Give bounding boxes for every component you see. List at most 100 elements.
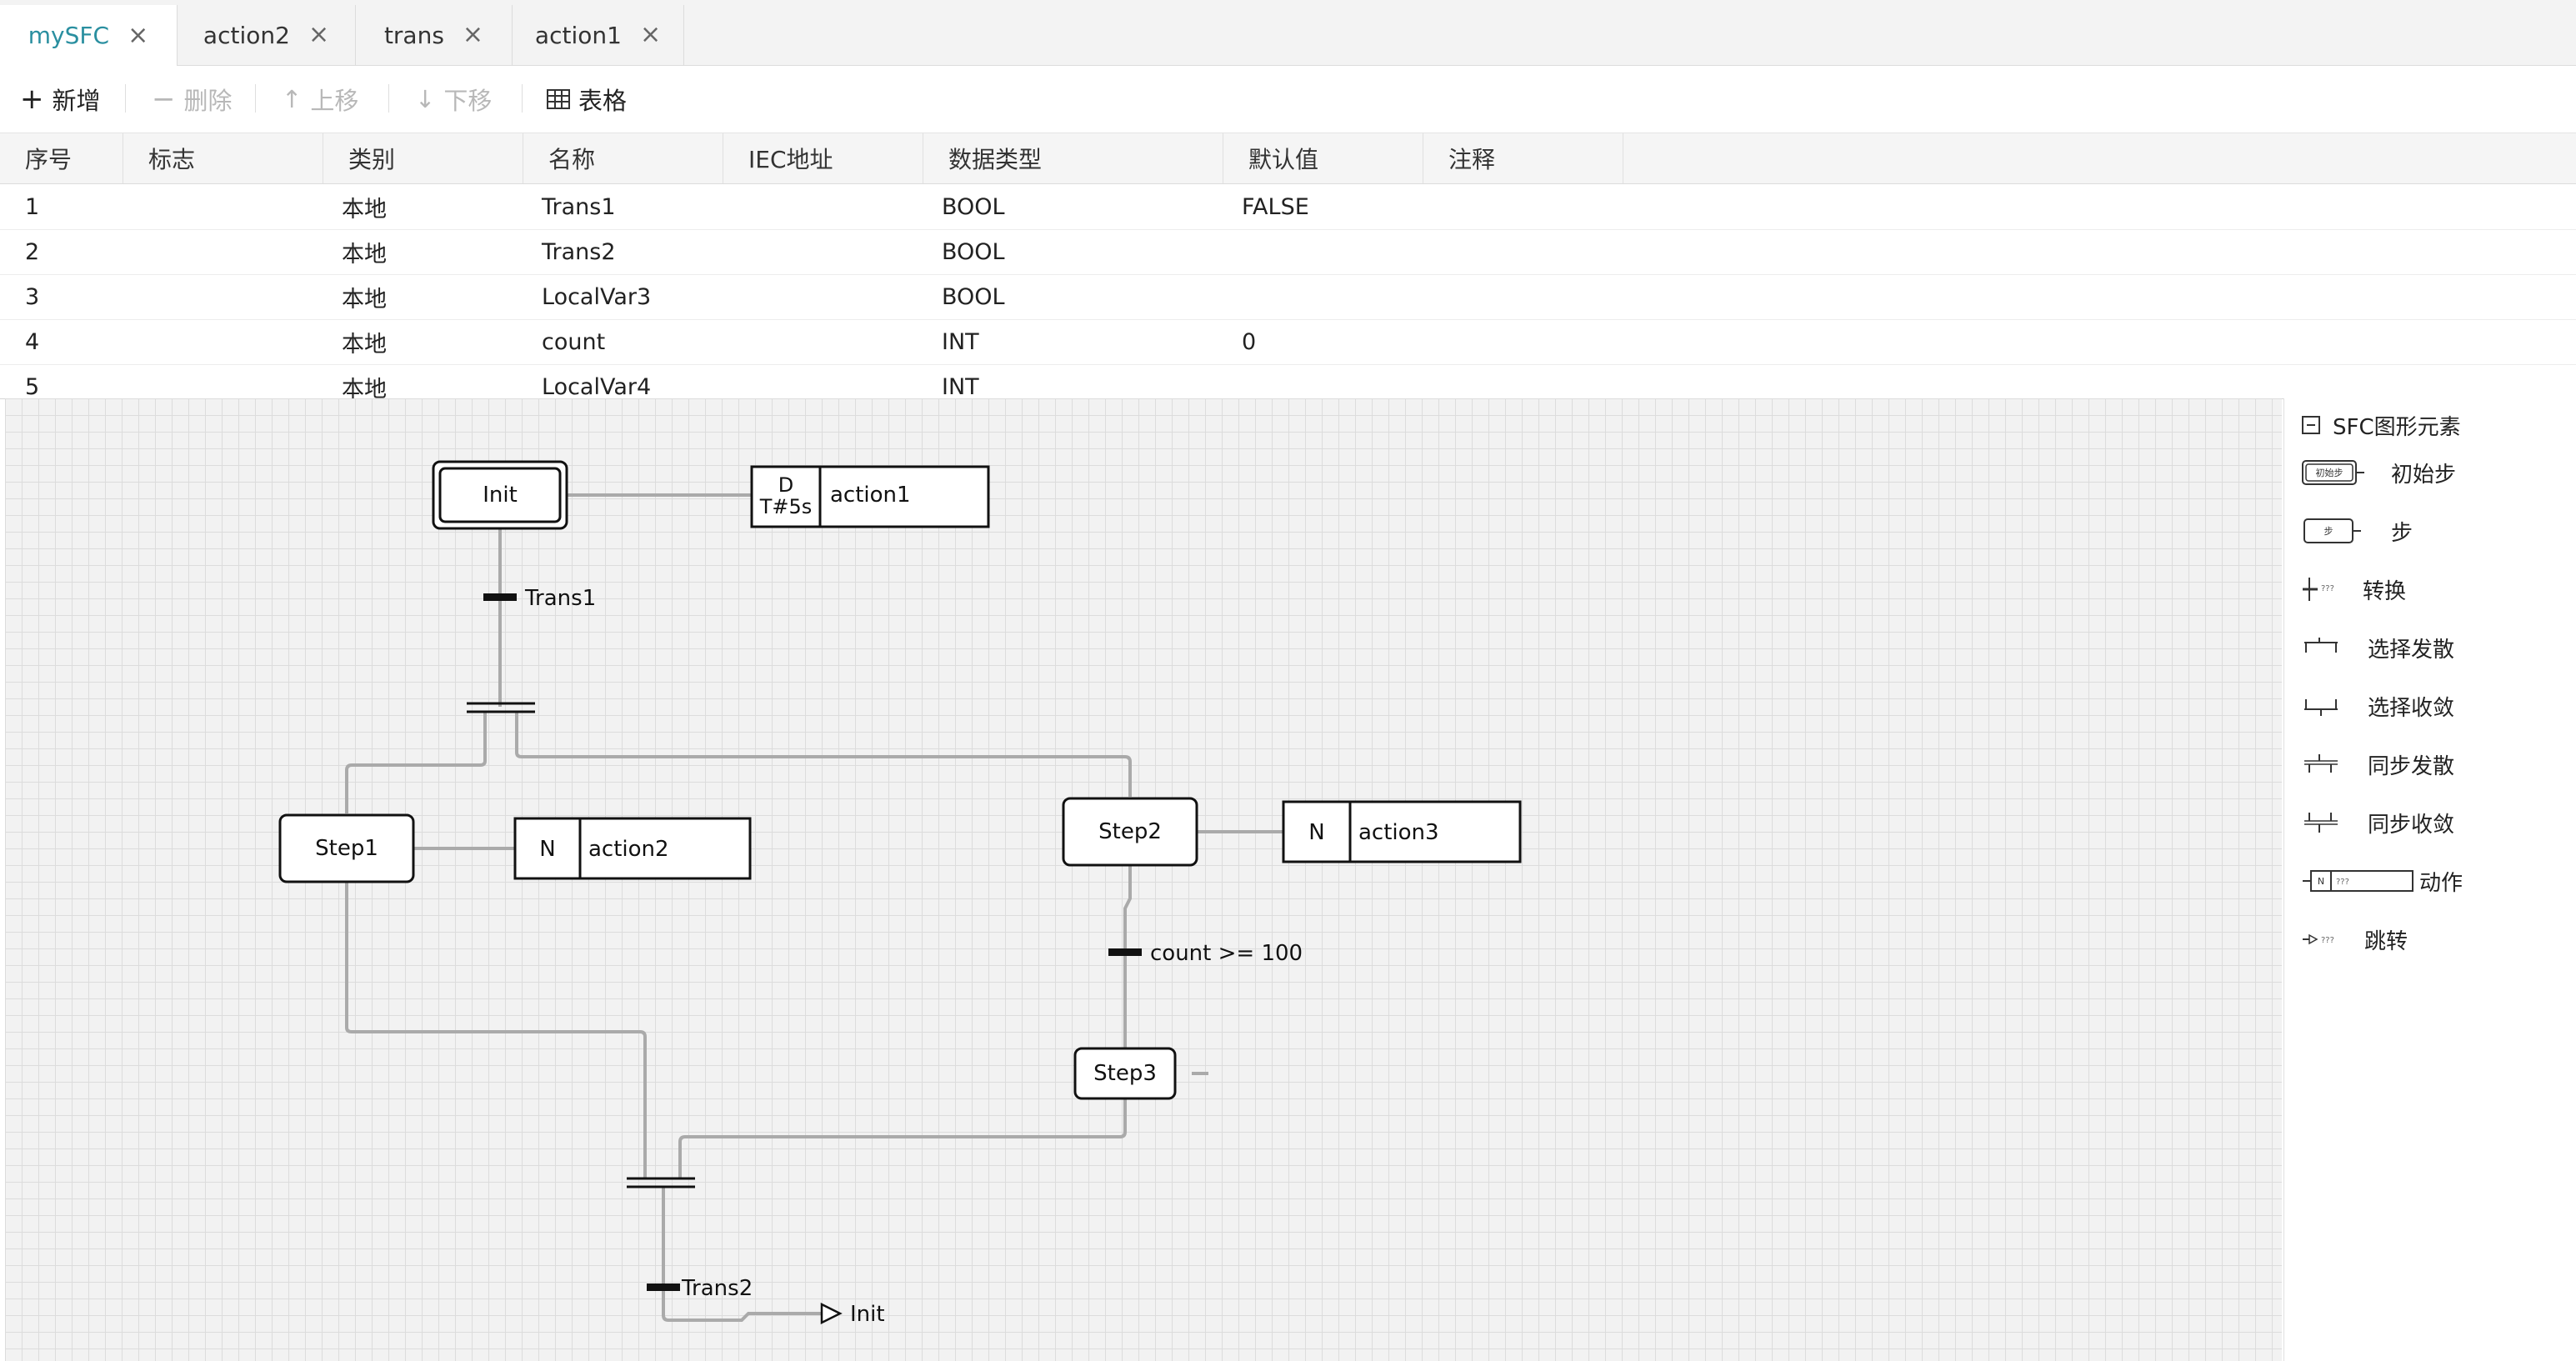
- tab-action2[interactable]: action2 ×: [178, 5, 356, 65]
- transition-icon: ???: [2303, 578, 2334, 601]
- cell: [723, 229, 748, 274]
- col-header[interactable]: 标志: [123, 133, 323, 183]
- col-header[interactable]: 默认值: [1223, 133, 1423, 183]
- col-header[interactable]: 注释: [1423, 133, 1623, 183]
- init-step[interactable]: Init: [432, 460, 568, 530]
- action-qualifier: N: [539, 837, 555, 862]
- move-down-button[interactable]: ↓ 下移: [415, 66, 492, 133]
- simultaneous-convergence[interactable]: [627, 1177, 695, 1188]
- step-icon: 步: [2303, 518, 2361, 543]
- palette-item-jump[interactable]: ??? 跳转: [2301, 918, 2408, 960]
- jump-placeholder: ???: [2321, 936, 2334, 945]
- close-icon[interactable]: ×: [462, 20, 484, 49]
- col-header[interactable]: 类别: [323, 133, 523, 183]
- cell: [123, 319, 148, 364]
- palette-item-label: 动作: [2419, 870, 2463, 896]
- table-button[interactable]: 表格: [547, 66, 627, 133]
- simultaneous-divergence[interactable]: [467, 702, 535, 713]
- cell: [723, 319, 748, 364]
- col-header[interactable]: 名称: [523, 133, 723, 183]
- table-row[interactable]: 1 本地 Trans1 BOOL FALSE: [0, 184, 2576, 230]
- cell: 1: [25, 193, 40, 220]
- palette-item-sim-convergence[interactable]: 同步收敛: [2301, 802, 2454, 843]
- palette-item-step[interactable]: 步 步: [2301, 510, 2413, 552]
- action-duration: T#5s: [759, 495, 813, 518]
- cell: [723, 184, 748, 229]
- minus-icon: −: [152, 83, 176, 116]
- select-convergence-icon: [2304, 699, 2338, 716]
- cell: [1423, 229, 1448, 274]
- cell: 本地: [342, 331, 387, 358]
- tab-bar: mySFC × action2 × trans × action1 ×: [0, 0, 2576, 66]
- action-icon-placeholder: ???: [2336, 878, 2349, 887]
- close-icon[interactable]: ×: [308, 20, 330, 49]
- cell: 本地: [342, 241, 387, 268]
- cell: 本地: [342, 196, 387, 223]
- sfc-canvas[interactable]: Init D T#5s action1 Trans1 Step1: [5, 398, 2282, 1361]
- col-header[interactable]: 序号: [0, 133, 123, 183]
- select-divergence-icon: [2304, 638, 2338, 653]
- palette-item-label: 初始步: [2391, 462, 2457, 488]
- close-icon[interactable]: ×: [639, 20, 662, 49]
- palette-item-select-divergence[interactable]: 选择发散: [2301, 627, 2454, 668]
- table-row[interactable]: 5 本地 LocalVar4 INT: [0, 364, 2576, 399]
- palette-item-sim-divergence[interactable]: 同步发散: [2301, 743, 2454, 785]
- action-icon-qualifier: N: [2318, 876, 2324, 887]
- collapse-icon[interactable]: [2301, 415, 2321, 435]
- transition-placeholder: ???: [2321, 584, 2334, 593]
- action-block-action3[interactable]: N action3: [1282, 800, 1522, 863]
- init-step-icon-text: 初始步: [2316, 467, 2343, 478]
- cell: [123, 229, 148, 274]
- transition-label: Trans1: [524, 586, 596, 611]
- cell: LocalVar3: [542, 283, 652, 310]
- transition-label: Trans2: [681, 1276, 753, 1301]
- transition-count[interactable]: count >= 100: [1108, 941, 1303, 966]
- action-block-action2[interactable]: N action2: [513, 817, 752, 880]
- table-row[interactable]: 3 本地 LocalVar3 BOOL: [0, 274, 2576, 320]
- move-down-label: 下移: [443, 87, 493, 115]
- close-icon[interactable]: ×: [128, 20, 149, 50]
- step-label: Step1: [315, 836, 378, 861]
- action-qualifier: N: [1308, 820, 1324, 845]
- table-row[interactable]: 4 本地 count INT 0: [0, 319, 2576, 365]
- action-name: action2: [588, 837, 669, 862]
- action-icon: N ???: [2303, 870, 2413, 892]
- step3[interactable]: Step3: [1073, 1047, 1177, 1100]
- cell: [723, 274, 748, 319]
- step-icon-text: 步: [2324, 526, 2333, 537]
- move-up-label: 上移: [310, 87, 359, 115]
- transition-trans2[interactable]: Trans2: [647, 1276, 753, 1301]
- table-row[interactable]: 2 本地 Trans2 BOOL: [0, 229, 2576, 275]
- tab-trans[interactable]: trans ×: [356, 5, 513, 65]
- palette-header[interactable]: SFC图形元素: [2301, 408, 2461, 442]
- step2[interactable]: Step2: [1062, 797, 1198, 867]
- toolbar: + 新增 − 删除 ↑ 上移 ↓ 下移 表格: [0, 66, 2576, 133]
- cell: [1217, 364, 1242, 398]
- palette-item-select-convergence[interactable]: 选择收敛: [2301, 685, 2454, 727]
- init-step-label: Init: [483, 483, 518, 508]
- jump-icon: ???: [2303, 933, 2334, 945]
- col-header[interactable]: 数据类型: [923, 133, 1223, 183]
- toolbar-divider: [522, 84, 523, 113]
- move-up-button[interactable]: ↑ 上移: [282, 66, 358, 133]
- sfc-palette: SFC图形元素 初始步 初始步 步 步 ???: [2283, 398, 2576, 1361]
- action-name: action1: [830, 483, 911, 508]
- transition-trans1[interactable]: Trans1: [483, 586, 596, 611]
- toolbar-divider: [388, 84, 389, 113]
- delete-button[interactable]: − 删除: [152, 66, 233, 133]
- step1[interactable]: Step1: [278, 813, 415, 883]
- jump-init[interactable]: Init: [820, 1302, 885, 1327]
- cell: 本地: [342, 376, 387, 399]
- cell: [1423, 364, 1448, 398]
- tab-action1[interactable]: action1 ×: [513, 5, 684, 65]
- sfc-wires: [345, 493, 1283, 1322]
- palette-item-transition[interactable]: ??? 转换: [2301, 568, 2406, 610]
- cell: 4: [25, 328, 40, 355]
- col-header[interactable]: IEC地址: [723, 133, 923, 183]
- add-button[interactable]: + 新增: [20, 66, 101, 133]
- action-block-action1[interactable]: D T#5s action1: [750, 465, 990, 528]
- cell: [123, 274, 148, 319]
- palette-item-action[interactable]: N ??? 动作: [2301, 860, 2463, 902]
- palette-item-init-step[interactable]: 初始步 初始步: [2301, 452, 2456, 493]
- tab-mysfc[interactable]: mySFC ×: [0, 5, 178, 66]
